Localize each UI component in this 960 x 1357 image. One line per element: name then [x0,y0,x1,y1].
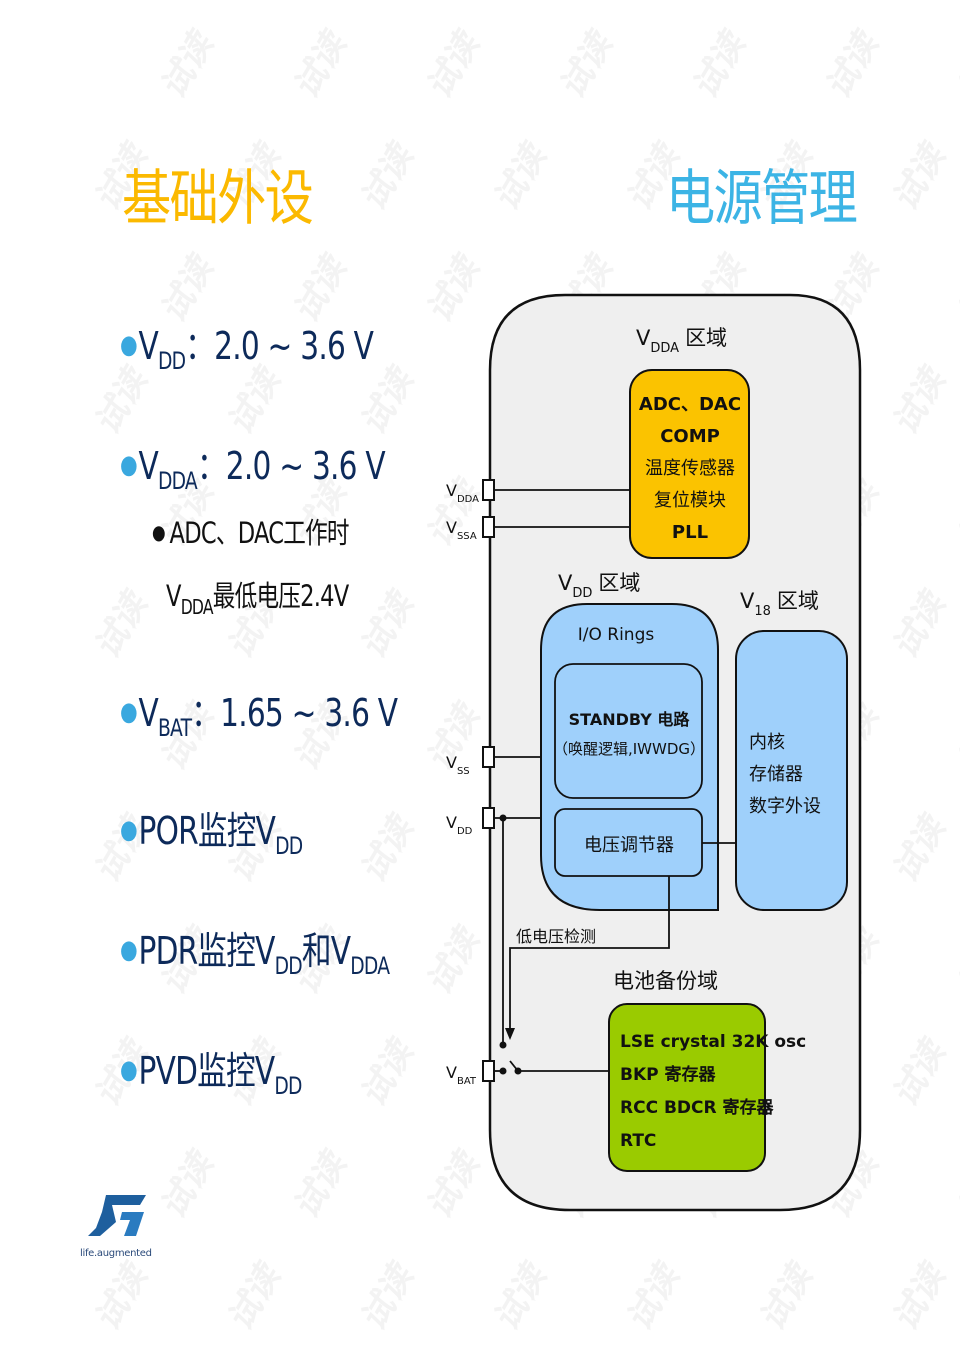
vdda-box-line-2: COMP [660,426,720,447]
bullet-prefix: V [138,324,158,368]
sub-bullet-min-voltage: VDDA最低电压2.4V [166,573,349,619]
bullet-text: 和V [301,929,351,973]
standby-line-2: （唤醒逻辑,IWWDG） [553,740,705,758]
bullet-sub: DD [274,952,303,980]
bullet-pdr: ●PDR监控VDD和VDDA [120,920,390,980]
bullet-sub: BAT [157,714,192,742]
battery-backup-box [608,1003,766,1172]
logo-tagline: life.augmented [80,1248,152,1259]
vdda-box-line-5: PLL [672,522,708,543]
sub-bullet-adc-dac: ●ADC、DAC工作时 [152,510,350,552]
bullet-text: ：2.0 ~ 3.6 V [185,324,374,368]
bullet-prefix: V [138,444,158,488]
low-voltage-detect-line [509,876,670,1030]
battery-box-line-4: RTC [620,1131,656,1151]
bullet-sub: DD [275,832,303,860]
vbat-contact-dot [499,1067,507,1075]
bullet-dot-icon: ● [120,450,138,480]
standby-line-1: STANDBY 电路 [569,710,691,729]
battery-box-line-3: RCC BDCR 寄存器 [620,1097,775,1118]
bullet-dot-icon: ● [120,697,138,727]
st-logo-icon [88,1195,146,1236]
pin-vssa [482,516,495,538]
v18-box-line-1: 内核 [749,732,785,753]
bullet-dot-icon: ● [120,330,138,360]
low-voltage-arrow-icon [505,1028,515,1040]
bullet-prefix: PVD监控V [138,1049,275,1093]
bullet-text: ：1.65 ~ 3.6 V [191,691,398,735]
bullet-dot-icon: ● [120,815,138,845]
standby-circuit-box [554,663,703,799]
sub-bullet-sub: DDA [180,595,214,619]
pin-label-vdd: VDD [446,813,473,837]
pin-vdd [482,807,495,829]
v18-core-box [735,630,848,911]
title-power-management: 电源管理 [666,164,858,234]
title-basic-peripherals: 基础外设 [122,164,314,234]
bullet-text: ：2.0 ~ 3.6 V [196,444,386,488]
v18-box-line-3: 数字外设 [749,796,821,817]
pin-vss [482,746,495,768]
pin-label-vssa: VSSA [446,518,477,542]
bullet-sub: DDA [157,467,198,495]
pin-vbat [482,1060,495,1082]
switch-contact-dot [499,1041,507,1049]
bullet-prefix: V [138,691,158,735]
vdda-box-line-4: 复位模块 [654,490,726,511]
bullet-dot-icon: ● [120,1055,138,1085]
v18-box-line-2: 存储器 [749,764,803,785]
bullet-dot-icon: ● [120,935,138,965]
bullet-sub: DD [157,347,186,375]
vdda-box-line-1: ADC、DAC [639,394,741,415]
bullet-sub-2: DDA [350,952,390,980]
bullet-prefix: POR监控V [138,809,276,853]
pin-label-vss: VSS [446,753,470,777]
vdda-box-line-3: 温度传感器 [645,458,735,479]
sub-bullet-dot-icon: ● [152,520,166,544]
bullet-prefix: PDR监控V [138,929,275,973]
sub-bullet-line1: ADC、DAC工作时 [169,516,350,550]
sub-bullet-prefix: V [166,579,181,613]
io-rings-label: I/O Rings [578,625,655,645]
sub-bullet-line2: 最低电压2.4V [212,579,349,613]
pin-label-vbat: VBAT [446,1063,477,1087]
low-voltage-detect-label: 低电压检测 [516,927,596,946]
pin-label-vdda: VDDA [446,481,479,505]
bullet-pvd: ●PVD监控VDD [120,1040,302,1100]
battery-box-line-2: BKP 寄存器 [620,1064,717,1085]
battery-domain-label: 电池备份域 [613,969,718,993]
battery-box-line-1: LSE crystal 32K osc [620,1032,806,1052]
vdda-peripherals-box [629,369,750,559]
bullet-vbat-range: ●VBAT：1.65 ~ 3.6 V [120,682,398,742]
bullet-sub: DD [274,1072,302,1100]
voltage-regulator-label: 电压调节器 [584,835,674,856]
bullet-vdda-range: ●VDDA：2.0 ~ 3.6 V [120,435,386,495]
bullet-por: ●POR监控VDD [120,800,303,860]
pin-vdda [482,479,495,501]
bullet-vdd-range: ●VDD：2.0 ~ 3.6 V [120,315,374,375]
